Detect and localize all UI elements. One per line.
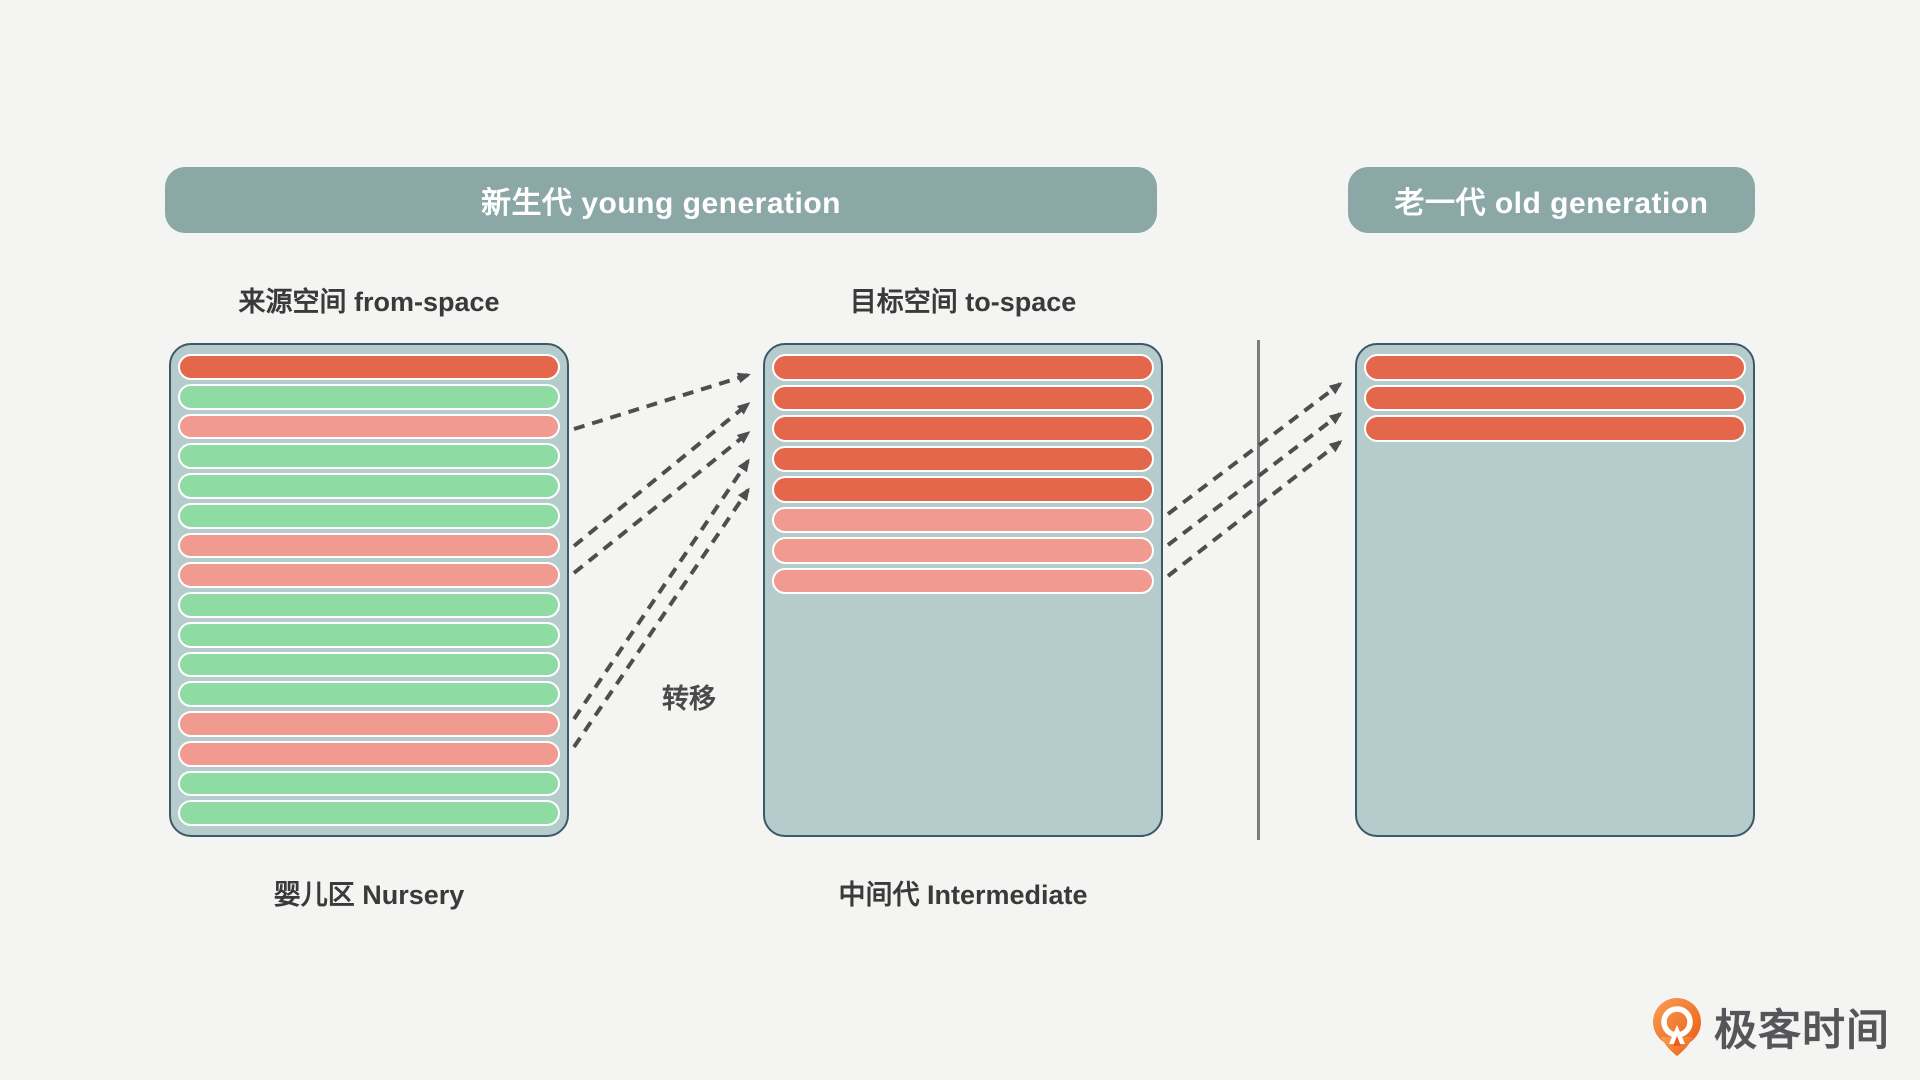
transfer-arrow-intermediate-bar-6-to-old-bar-1 <box>1166 382 1343 516</box>
from-space-label: 来源空间 from-space <box>238 287 500 317</box>
memory-object-bar-green-12 <box>178 681 560 707</box>
transfer-arrow-nursery-bar-8-to-intermediate-bar-3 <box>572 431 751 575</box>
intermediate-label: 中间代 Intermediate <box>838 880 1088 910</box>
nursery-bars <box>178 354 560 826</box>
transfer-arrow-nursery-bar-3-to-intermediate-bar-1 <box>573 372 751 431</box>
memory-object-bar-green-6 <box>178 502 560 529</box>
memory-object-bar-salmon-14 <box>178 740 560 767</box>
intermediate-bars <box>772 354 1154 826</box>
memory-object-bar-red-2 <box>772 384 1154 411</box>
memory-object-bar-green-5 <box>178 473 560 499</box>
old-generation-container <box>1355 343 1755 837</box>
memory-object-bar-green-10 <box>178 621 560 648</box>
memory-object-bar-red-3 <box>1364 415 1746 442</box>
geektime-logo-icon <box>1653 998 1701 1056</box>
to-space-container <box>763 343 1163 837</box>
memory-object-bar-red-2 <box>1364 384 1746 411</box>
from-space-container <box>169 343 569 837</box>
memory-object-bar-green-4 <box>178 443 560 469</box>
nursery-label: 婴儿区 Nursery <box>273 880 465 910</box>
geektime-logo-text: 极客时间 <box>1714 1007 1890 1055</box>
memory-object-bar-red-4 <box>772 445 1154 472</box>
memory-object-bar-salmon-6 <box>772 506 1154 533</box>
old-generation-header-label: 老一代 old generation <box>1394 187 1709 220</box>
memory-object-bar-red-3 <box>772 415 1154 442</box>
memory-object-bar-salmon-8 <box>178 562 560 588</box>
old-generation-header: 老一代 old generation <box>1348 167 1755 233</box>
young-generation-header: 新生代 young generation <box>165 167 1157 233</box>
memory-object-bar-salmon-13 <box>178 711 560 737</box>
memory-object-bar-salmon-8 <box>772 567 1154 594</box>
memory-object-bar-green-9 <box>178 592 560 618</box>
young-generation-header-label: 新生代 young generation <box>480 187 841 220</box>
old-generation-bars <box>1364 354 1746 826</box>
memory-object-bar-salmon-7 <box>772 537 1154 564</box>
transfer-arrow-intermediate-bar-8-to-old-bar-3 <box>1166 440 1343 578</box>
memory-object-bar-red-5 <box>772 476 1154 503</box>
memory-object-bar-salmon-7 <box>178 532 560 559</box>
memory-object-bar-salmon-3 <box>178 413 560 440</box>
generation-divider <box>1257 340 1260 840</box>
memory-object-bar-red-1 <box>772 354 1154 381</box>
memory-object-bar-red-1 <box>178 354 560 380</box>
memory-object-bar-red-1 <box>1364 354 1746 381</box>
transfer-label: 转移 <box>662 684 716 714</box>
memory-object-bar-green-16 <box>178 800 560 826</box>
memory-object-bar-green-2 <box>178 383 560 410</box>
geektime-logo: 极客时间 <box>1652 996 1890 1058</box>
to-space-label: 目标空间 to-space <box>849 287 1077 317</box>
transfer-arrow-intermediate-bar-7-to-old-bar-2 <box>1166 412 1343 547</box>
memory-object-bar-green-11 <box>178 651 560 678</box>
memory-object-bar-green-15 <box>178 770 560 797</box>
transfer-arrow-nursery-bar-7-to-intermediate-bar-2 <box>572 402 751 548</box>
